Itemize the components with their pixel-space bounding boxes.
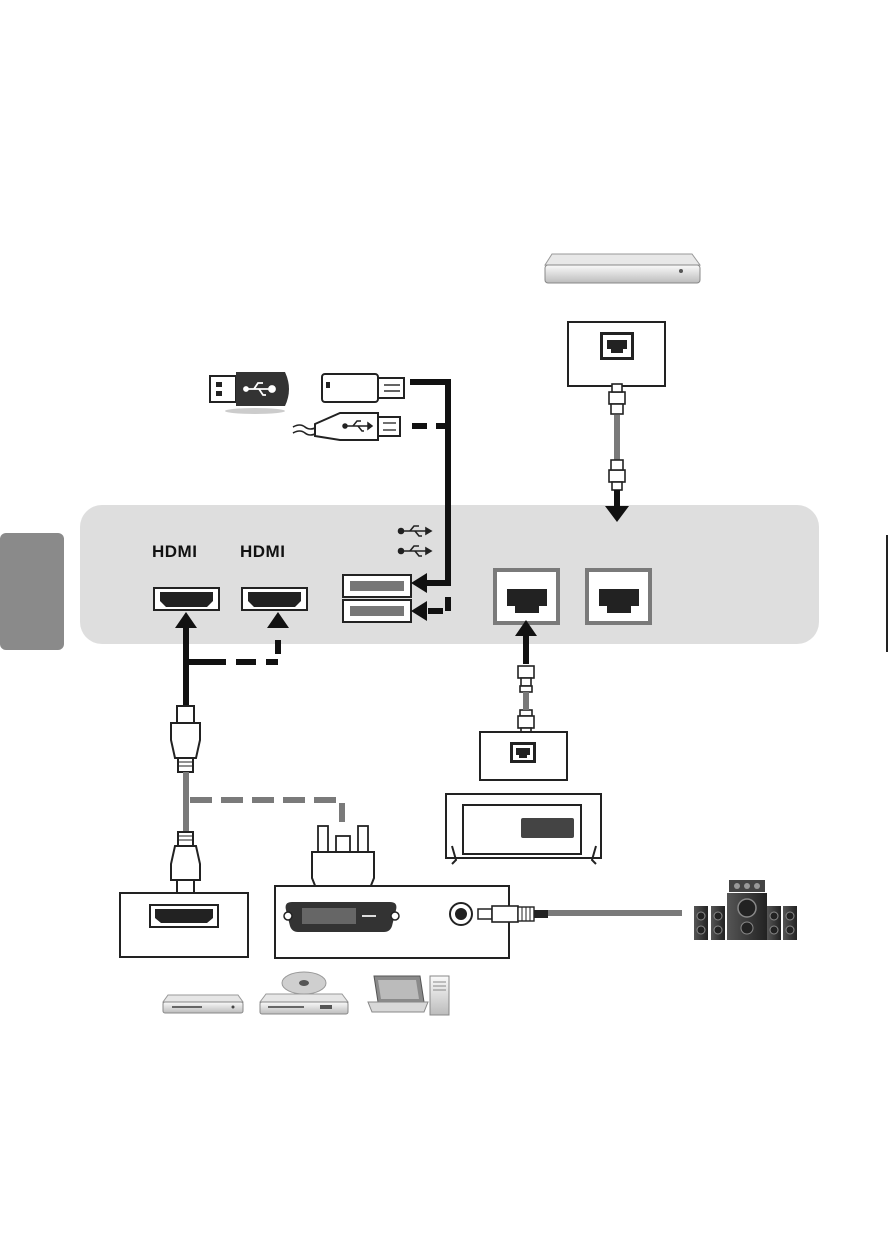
hdmi-logo: HDMI (240, 542, 285, 561)
router (446, 794, 601, 864)
dvi-audio-panel (275, 886, 509, 958)
desktop-pc (430, 976, 449, 1015)
usb-port-2[interactable] (343, 600, 411, 622)
audio-out-jack[interactable] (450, 903, 472, 925)
lan-cable-bottom (518, 666, 534, 734)
set-top-box (545, 254, 700, 283)
audio-cable (478, 906, 682, 922)
lan-port-2[interactable] (585, 568, 652, 625)
source-hdmi-panel (120, 893, 248, 957)
hdmi-dvi-dashed-line (190, 800, 342, 822)
home-theater-speakers (694, 880, 797, 940)
lan-cable-top (605, 384, 629, 522)
usb-hdd-cable (293, 413, 400, 440)
blu-ray-player (163, 995, 243, 1013)
hdmi-port-2[interactable] (242, 588, 307, 610)
dvd-player (260, 972, 348, 1014)
lan-port-1[interactable] (493, 568, 560, 625)
hdmi-logo: HDMI (152, 542, 197, 561)
dvi-adapter (312, 826, 374, 888)
usb-flash-drive (322, 374, 404, 402)
hdmi-port-1[interactable] (154, 588, 219, 610)
usb-connector-icon (210, 372, 289, 414)
set-top-box-lan-panel (568, 322, 665, 386)
usb-port-1[interactable] (343, 575, 411, 597)
laptop (368, 976, 428, 1012)
router-lan-panel (480, 732, 567, 780)
side-tab (0, 533, 64, 650)
